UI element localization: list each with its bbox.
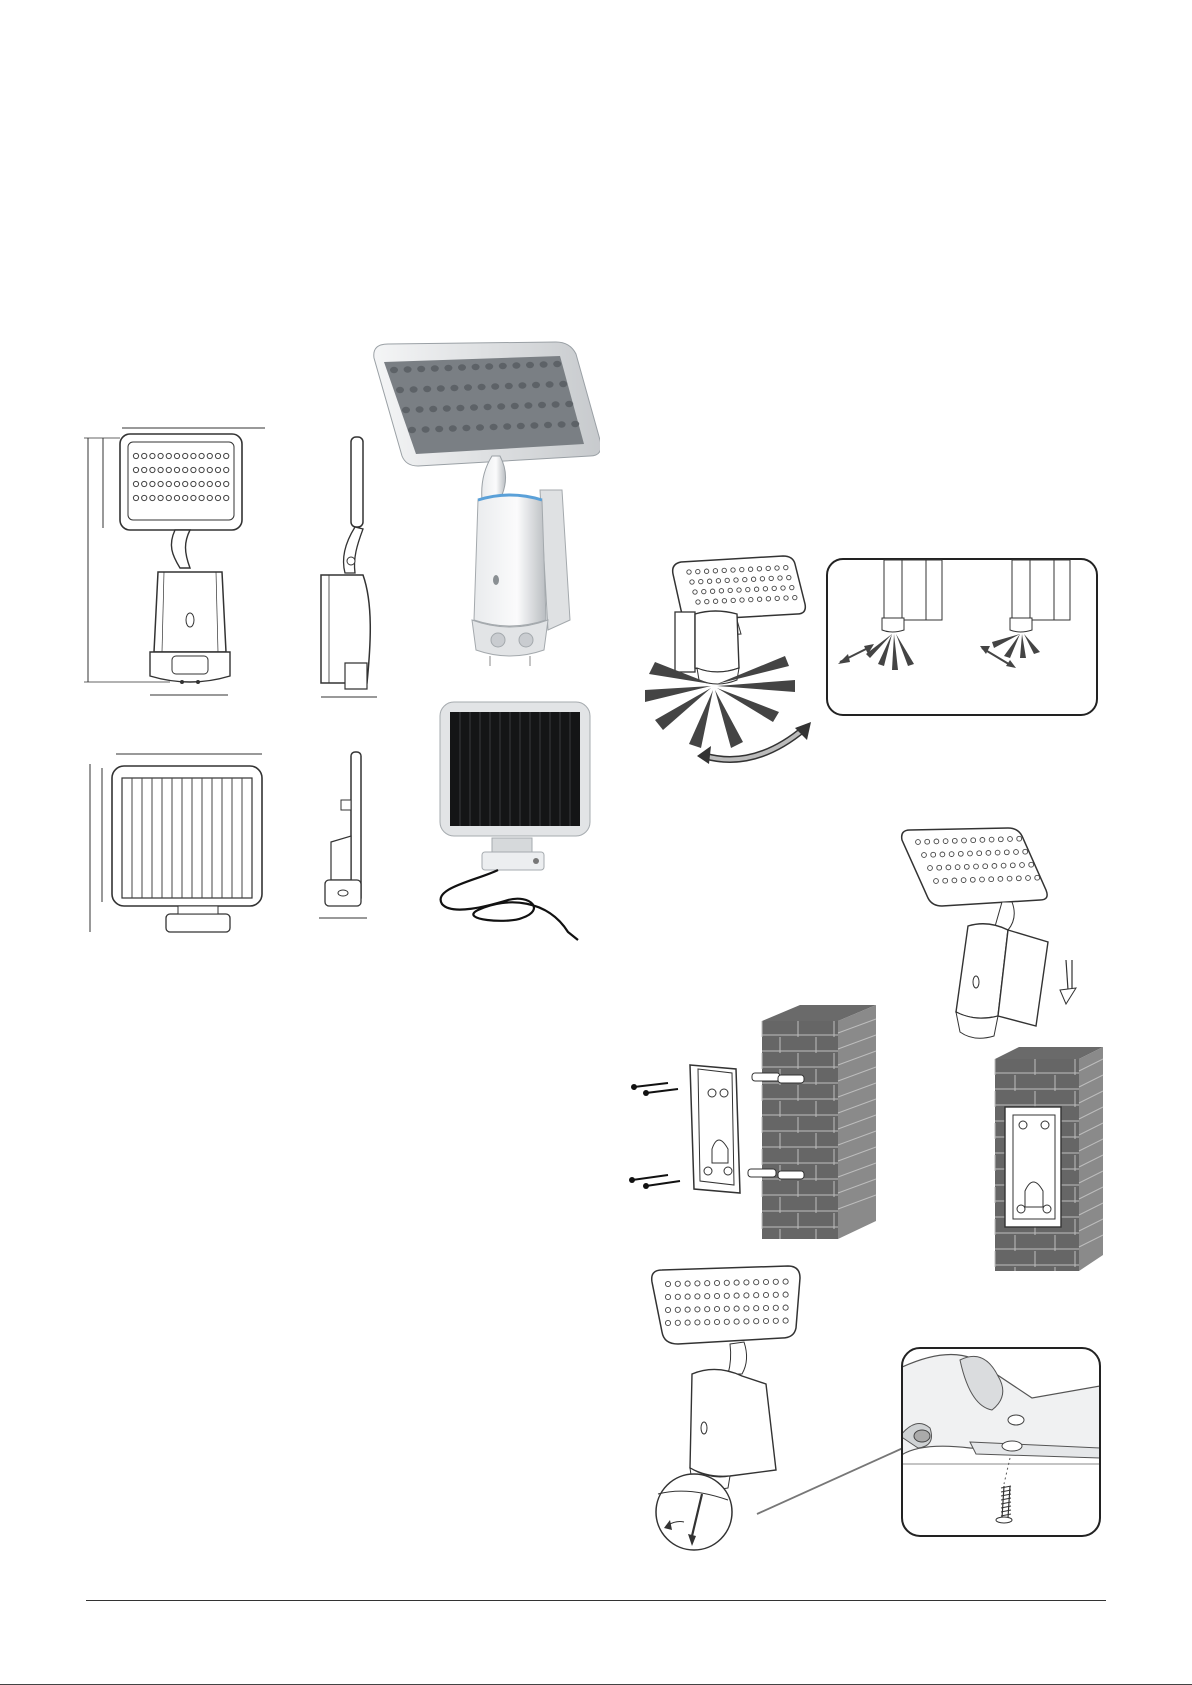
product-render-light — [370, 340, 600, 670]
bracket-wall-mount-diagram — [628, 1003, 878, 1243]
light-attach-diagram — [898, 826, 1078, 1056]
footer-rule — [86, 1600, 1106, 1601]
dimension-front-light — [80, 420, 280, 700]
sensor-detail-panel — [826, 558, 1098, 716]
zoom-connector-line — [755, 1440, 905, 1520]
product-render-panel — [438, 700, 598, 945]
bracket-mounted-diagram — [993, 1045, 1105, 1273]
sensor-coverage-diagram — [645, 550, 820, 765]
screw-zoom-panel — [900, 1346, 1102, 1538]
dimension-front-panel — [82, 746, 272, 936]
dimension-side-panel — [315, 750, 375, 925]
